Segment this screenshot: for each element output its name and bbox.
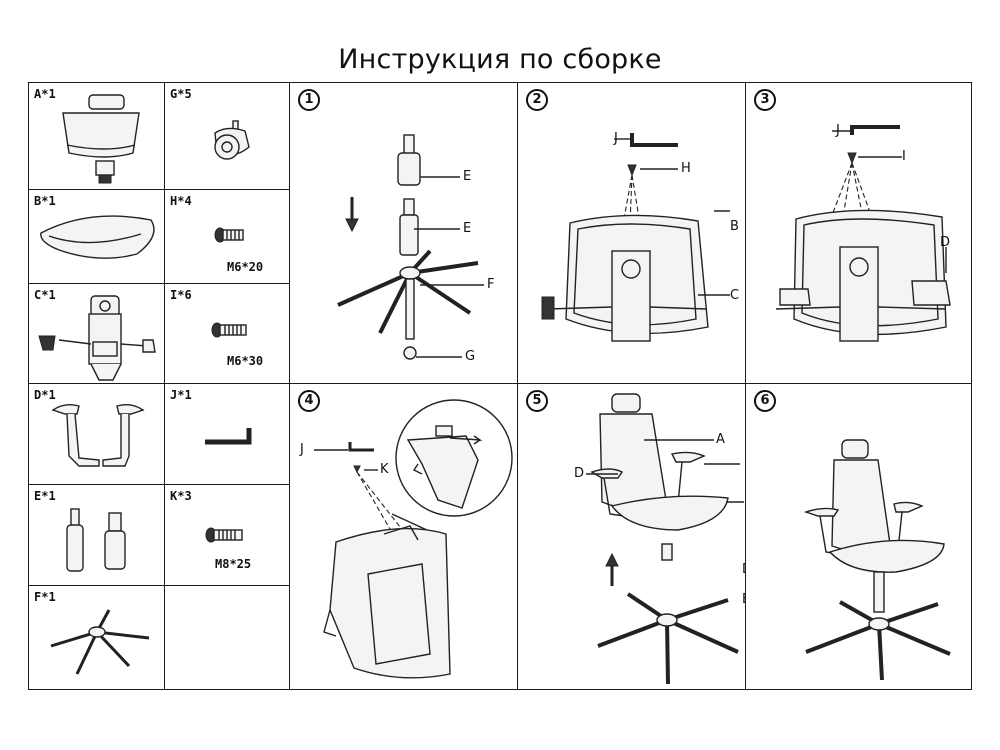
- step-1-number: 1: [298, 89, 320, 111]
- step-5-drawing: [586, 393, 744, 685]
- part-label-k: K*3: [170, 489, 192, 503]
- step-2-callout-b: B: [730, 219, 739, 234]
- hex-key-drawing: [205, 428, 252, 445]
- base-drawing: [50, 609, 150, 675]
- step-1-callout-e-bottom: E: [463, 221, 472, 236]
- step-6-number: 6: [754, 390, 776, 412]
- step-5-callout-a: A: [716, 432, 725, 447]
- step-3-number: 3: [754, 89, 776, 111]
- part-label-e: E*1: [34, 489, 56, 503]
- bolt-h-spec: M6*20: [227, 260, 264, 274]
- caster-wheel-drawing: [214, 120, 250, 160]
- part-label-h: H*4: [170, 194, 192, 208]
- step-5-panel: 5 A D D B: [517, 383, 752, 690]
- bolt-i-drawing: [211, 322, 247, 338]
- part-label-j: J*1: [170, 388, 192, 402]
- seat-drawing: [40, 215, 155, 259]
- bolt-h-drawing: [214, 227, 244, 243]
- step-2-number: 2: [526, 89, 548, 111]
- part-label-a: A*1: [34, 87, 56, 101]
- part-cell-j: J*1: [164, 383, 290, 485]
- headrest-drawing: [62, 94, 140, 184]
- step-2-drawing: [541, 133, 730, 342]
- part-cell-i: I*6 M6*30: [164, 283, 290, 384]
- step-1-panel: 1 E E F G: [289, 82, 518, 384]
- step-1-drawing: [337, 134, 484, 360]
- part-cell-d: D*1: [28, 383, 165, 485]
- assembled-chair-drawing: [803, 439, 951, 681]
- part-cell-g: G*5: [164, 82, 290, 190]
- part-cell-b: B*1: [28, 189, 165, 284]
- part-label-c: C*1: [34, 288, 56, 302]
- step-1-callout-f: F: [487, 277, 495, 292]
- step-4-callout-k: K: [380, 462, 389, 477]
- step-4-callout-j: J: [300, 442, 304, 457]
- part-cell-e: E*1: [28, 484, 165, 586]
- step-4-number: 4: [298, 390, 320, 412]
- step-4-drawing: [314, 399, 513, 679]
- empty-cell: [164, 585, 290, 690]
- part-label-b: B*1: [34, 194, 56, 208]
- page-title: Инструкция по сборке: [338, 44, 662, 75]
- step-6-panel: 6: [745, 383, 972, 690]
- step-2-callout-j: J: [614, 131, 618, 146]
- mechanism-drawing: [38, 295, 156, 381]
- armrests-drawing: [51, 403, 145, 467]
- part-label-i: I*6: [170, 288, 192, 302]
- part-label-d: D*1: [34, 388, 56, 402]
- step-3-callout-j: J: [836, 123, 840, 138]
- step-3-callout-i: I: [902, 149, 906, 164]
- instruction-sheet: A*1 G*5 B*1 H*4 M6: [28, 82, 972, 690]
- part-cell-f: F*1: [28, 585, 165, 690]
- bolt-i-spec: M6*30: [227, 354, 264, 368]
- step-2-callout-h: H: [681, 161, 691, 176]
- step-2-panel: 2 J H B C: [517, 82, 746, 384]
- step-5-number: 5: [526, 390, 548, 412]
- part-label-g: G*5: [170, 87, 192, 101]
- step-3-callout-d: D: [940, 235, 951, 250]
- part-cell-h: H*4 M6*20: [164, 189, 290, 284]
- part-cell-k: K*3 M8*25: [164, 484, 290, 586]
- step-1-callout-e-top: E: [463, 169, 472, 184]
- step-3-drawing: [775, 125, 951, 342]
- bolt-k-spec: M8*25: [215, 557, 252, 571]
- gas-lift-drawing: [66, 508, 126, 572]
- part-label-f: F*1: [34, 590, 56, 604]
- step-4-panel: 4 J K: [289, 383, 518, 690]
- step-5-callout-d-left: D: [574, 466, 585, 481]
- step-2-callout-c: C: [730, 288, 740, 303]
- part-cell-c: C*1: [28, 283, 165, 384]
- part-cell-a: A*1: [28, 82, 165, 190]
- step-1-callout-g: G: [465, 349, 476, 364]
- bolt-k-drawing: [205, 527, 243, 543]
- step-3-panel: 3 J I D: [745, 82, 972, 384]
